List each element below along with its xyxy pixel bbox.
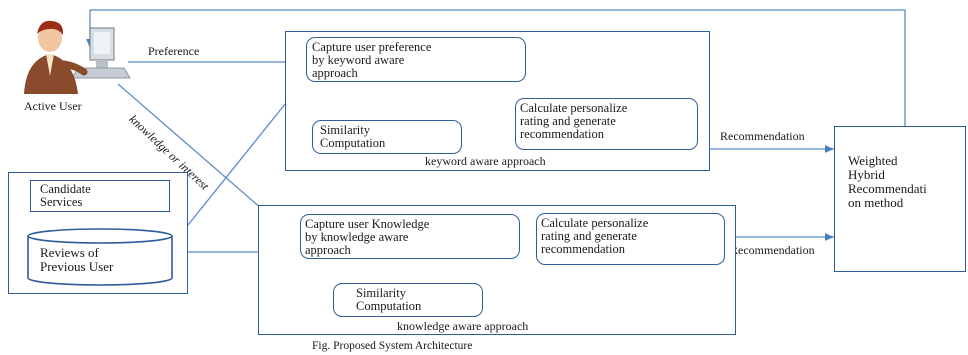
user-at-computer-icon bbox=[6, 2, 136, 98]
keyword-similarity-box bbox=[312, 120, 462, 154]
keyword-capture-preference-text: Capture user preference by keyword aware… bbox=[312, 40, 432, 80]
weighted-hybrid-box bbox=[834, 126, 966, 272]
active-user-label: Active User bbox=[24, 99, 82, 113]
preference-label: Preference bbox=[148, 44, 200, 58]
figure-caption: Fig. Proposed System Architecture bbox=[312, 340, 473, 352]
weighted-hybrid-text: Weighted Hybrid Recommendati on method bbox=[848, 153, 927, 210]
reviews-database-cylinder bbox=[26, 228, 174, 286]
knowledge-section-caption: knowledge aware approach bbox=[397, 319, 529, 333]
knowledge-capture-box bbox=[300, 214, 520, 259]
recommendation-bottom-label: Recommendation bbox=[730, 243, 815, 257]
knowledge-calculate-box bbox=[536, 213, 725, 265]
knowledge-similarity-text: Similarity Computation bbox=[356, 286, 422, 313]
knowledge-similarity-box bbox=[333, 283, 483, 317]
knowledge-calculate-text: Calculate personalize rating and generat… bbox=[541, 216, 649, 256]
keyword-section-caption: keyword aware approach bbox=[425, 154, 546, 168]
candidate-services-box bbox=[30, 180, 170, 212]
keyword-calculate-text: Calculate personalize rating and generat… bbox=[520, 101, 628, 141]
reviews-previous-user-text: Reviews of Previous User bbox=[40, 245, 114, 274]
knowledge-capture-text: Capture user Knowledge by knowledge awar… bbox=[305, 217, 430, 257]
candidate-services-text: Candidate Services bbox=[40, 182, 91, 209]
keyword-similarity-text: Similarity Computation bbox=[320, 123, 386, 150]
recommendation-top-label: Recommendation bbox=[720, 129, 805, 143]
keyword-capture-preference-box bbox=[306, 37, 526, 82]
keyword-calculate-box bbox=[515, 98, 698, 150]
